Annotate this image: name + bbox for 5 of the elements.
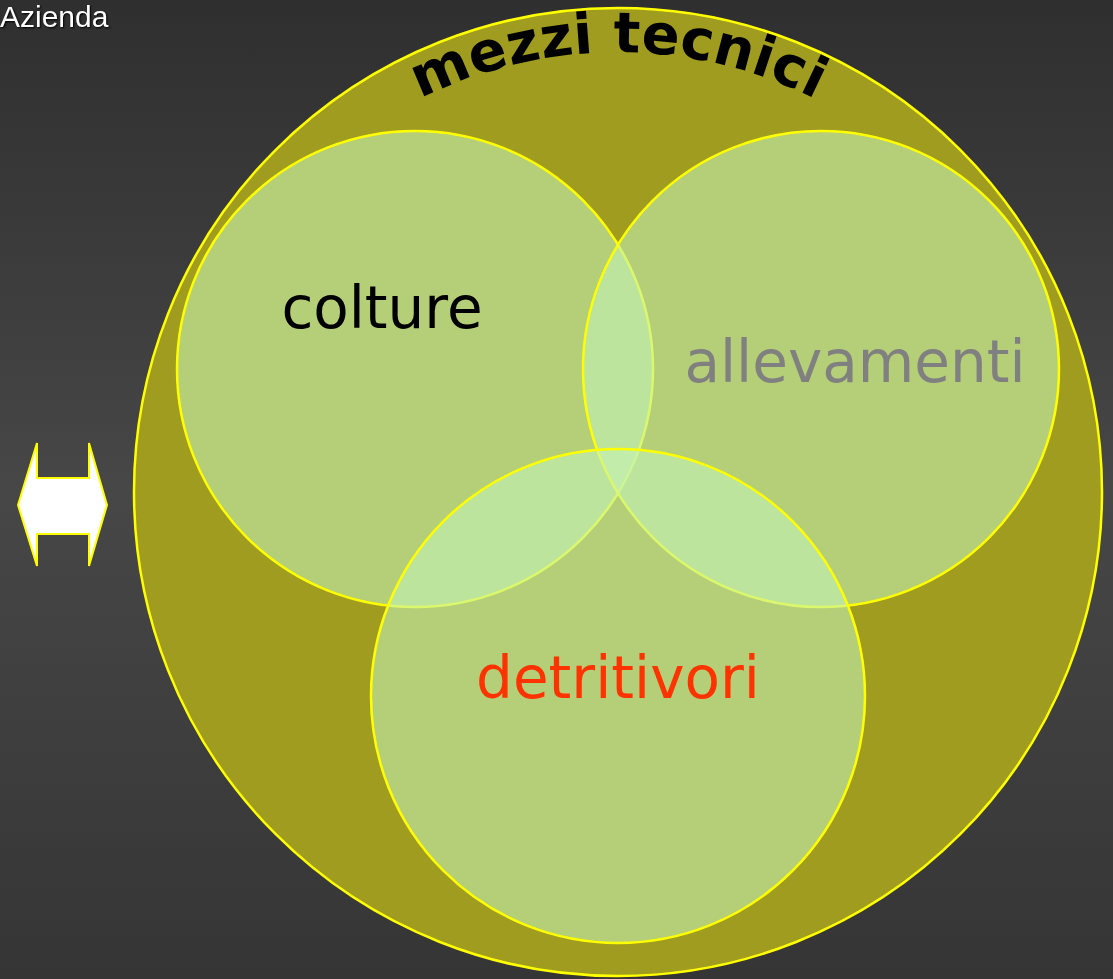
label: Azienda (0, 0, 109, 34)
circle-title: mezzi tecnici (399, 0, 838, 111)
circle-label: detritivori (476, 649, 760, 707)
circle-label: allevamenti (684, 333, 1026, 391)
circle-label: colture (281, 279, 483, 337)
